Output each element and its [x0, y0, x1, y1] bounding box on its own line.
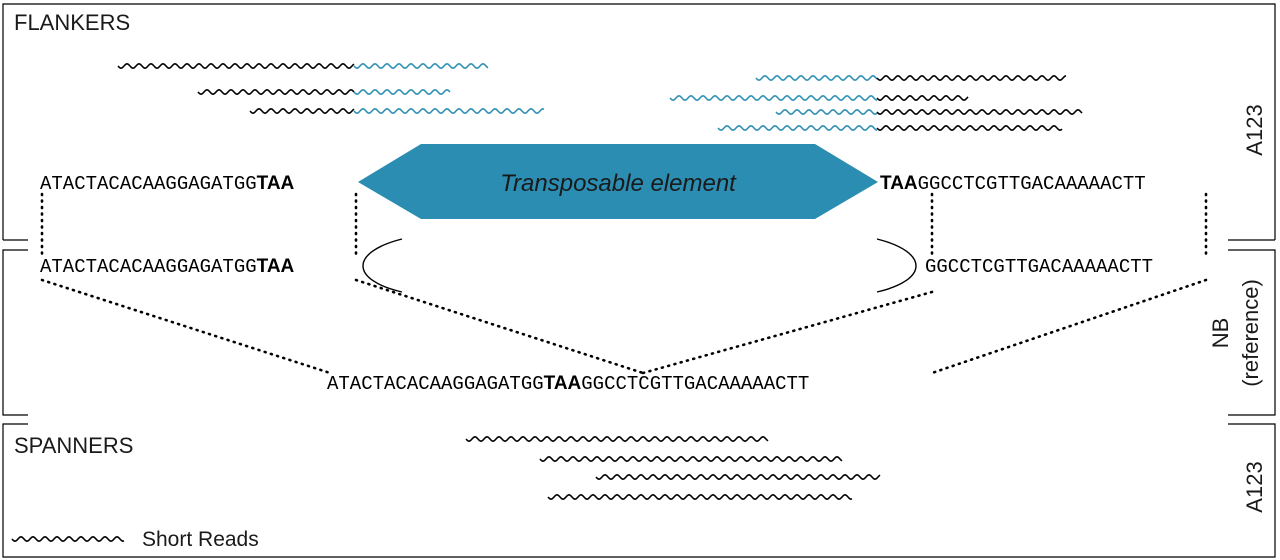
flanker-read-left-2-te [353, 88, 451, 96]
flanker-read-left-3-genome [249, 107, 355, 115]
middle-right-sequence: GGCCTCGTTGACAAAAACTT [925, 256, 1153, 278]
legend-short-reads-label: Short Reads [142, 528, 259, 551]
flanker-read-left-3-te [353, 107, 545, 115]
flanker-read-right-1-te [755, 74, 878, 82]
bottom-side-label: A123 [1242, 461, 1267, 512]
left-excision-bracket [362, 238, 403, 293]
flanker-read-left-1-genome [117, 62, 355, 70]
top-side-label: A123 [1242, 104, 1267, 155]
middle-left-sequence: ATACTACACAAGGAGATGGTAA [40, 256, 295, 278]
spanner-read-2 [539, 455, 843, 463]
legend-short-read-icon [11, 535, 125, 543]
spanner-read-3 [595, 473, 881, 481]
flanker-read-left-2-genome [197, 88, 355, 96]
flanker-read-right-4-te [717, 124, 878, 132]
flanker-read-right-3-genome [876, 108, 1083, 116]
flanker-read-right-2-genome [876, 94, 969, 102]
dotted-converge-right-outer [930, 278, 1208, 375]
top-left-sequence: ATACTACACAAGGAGATGGTAA [40, 173, 295, 195]
spanner-read-1 [465, 435, 769, 443]
right-excision-bracket [876, 238, 917, 293]
mid-side-label-reference: (reference) [1238, 279, 1263, 387]
dotted-converge-left-inner [354, 278, 645, 375]
flanker-read-left-1-te [353, 62, 489, 70]
dotted-converge-left-outer [40, 278, 332, 375]
flankers-label: FLANKERS [14, 10, 130, 35]
spanner-read-4 [547, 493, 853, 501]
bottom-panel-border [2, 423, 1276, 558]
middle-panel-border [2, 249, 1276, 416]
flanker-read-right-4-genome [876, 124, 1063, 132]
flanker-read-right-2-te [669, 94, 878, 102]
transposable-element-shape [358, 144, 878, 219]
spanners-label: SPANNERS [14, 433, 133, 458]
top-panel-border [2, 3, 1276, 241]
mid-side-label-nb: NB [1208, 318, 1233, 349]
transposable-element-label: Transposable element [500, 170, 737, 197]
reference-sequence: ATACTACACAAGGAGATGGTAAGGCCTCGTTGACAAAAAC… [327, 373, 809, 395]
dotted-converge-right-inner [641, 290, 934, 375]
flanker-read-right-3-te [775, 108, 878, 116]
top-right-sequence: TAAGGCCTCGTTGACAAAAACTT [880, 173, 1146, 195]
flanker-read-right-1-genome [876, 74, 1067, 82]
